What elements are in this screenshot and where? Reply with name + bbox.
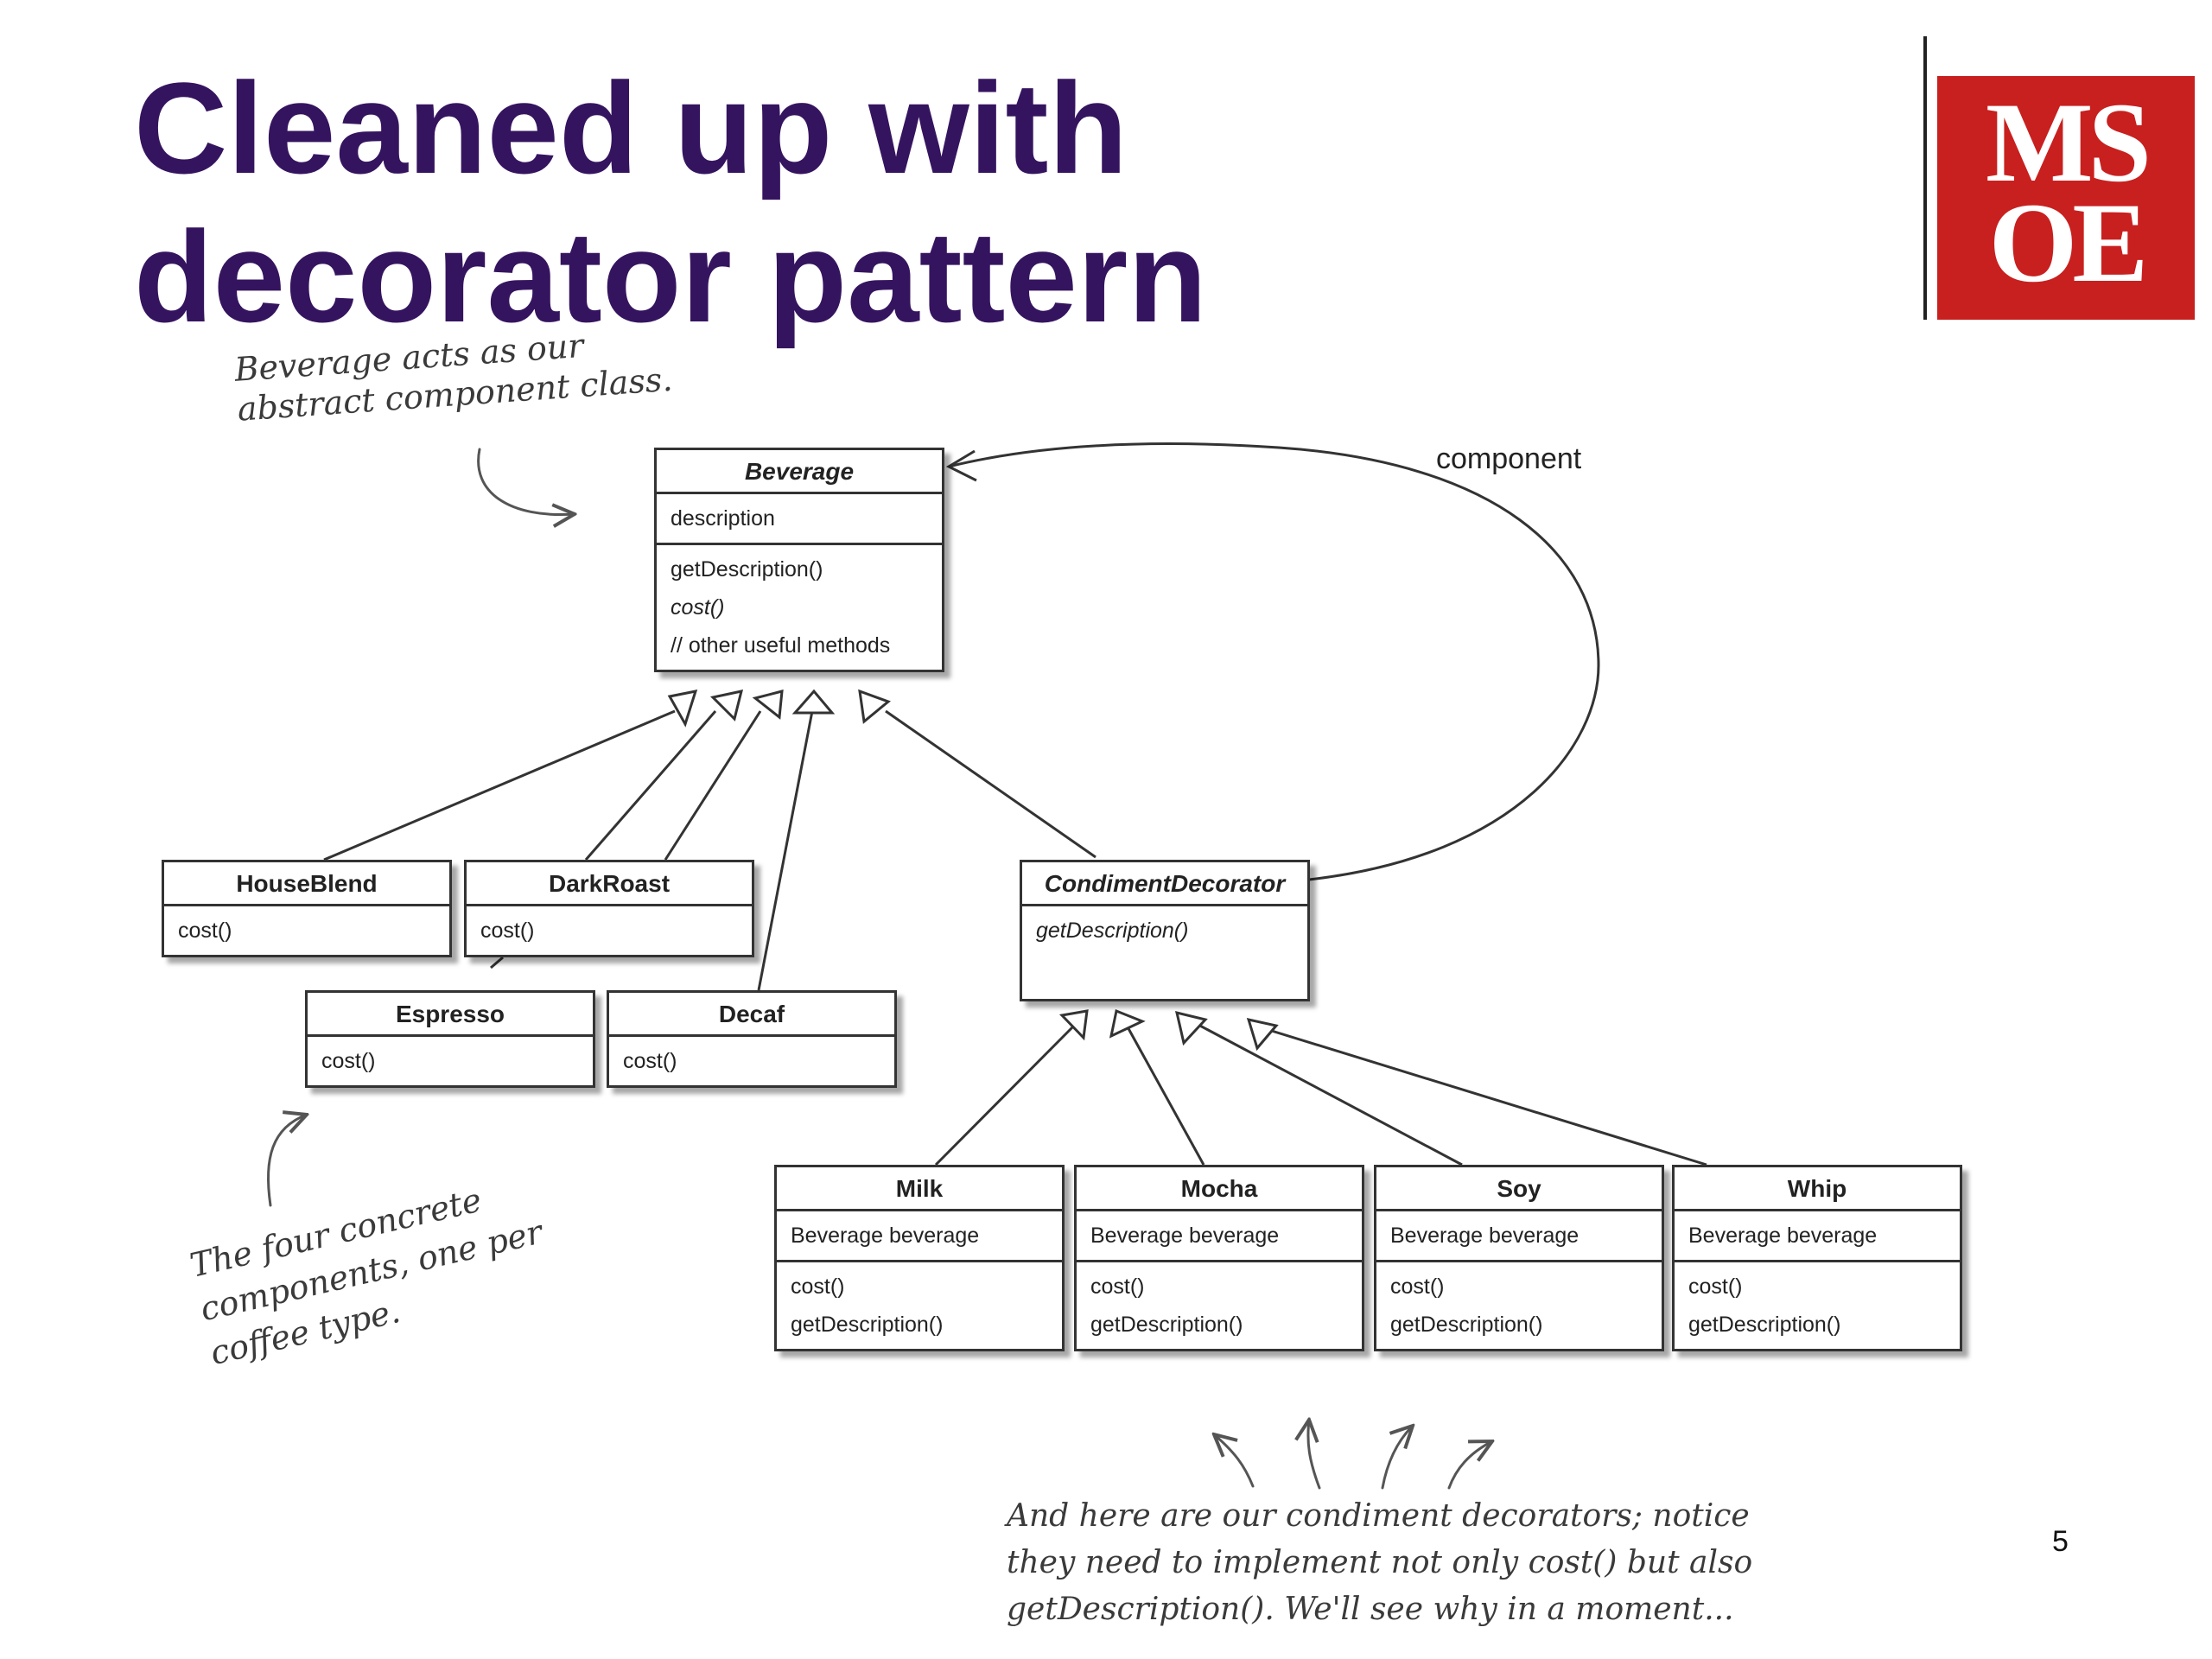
decorator-inheritance-line — [885, 709, 1096, 859]
mocha-class: Mocha Beverage beverage cost() getDescri… — [1074, 1165, 1364, 1351]
class-methods: cost() getDescription() — [1376, 1262, 1662, 1349]
method-row: cost() — [791, 1274, 845, 1299]
logo-text-bottom: OE — [1988, 179, 2149, 306]
milk-inheritance-line — [934, 1022, 1077, 1166]
method-row: cost() — [480, 918, 535, 943]
method-row: cost() — [321, 1049, 376, 1073]
class-methods: cost() getDescription() — [1675, 1262, 1960, 1349]
decaf-class: Decaf cost() — [607, 990, 897, 1088]
espresso-link-line — [490, 956, 504, 969]
class-name: Soy — [1376, 1167, 1662, 1211]
logo-text-top: MS — [1986, 79, 2152, 206]
class-methods: cost() getDescription() — [777, 1262, 1062, 1349]
class-name: Beverage — [657, 450, 942, 494]
class-name: Mocha — [1077, 1167, 1362, 1211]
abstract-note-arrow — [477, 448, 575, 515]
component-association-line — [948, 442, 1600, 881]
method-row: getDescription() — [1688, 1313, 1841, 1337]
class-name: Decaf — [609, 993, 894, 1037]
espresso-arrowhead — [752, 690, 784, 720]
condiment-decorators-note: And here are our condiment decorators; n… — [1007, 1493, 1752, 1633]
milk-class: Milk Beverage beverage cost() getDescrip… — [774, 1165, 1065, 1351]
class-methods: getDescription() cost() // other useful … — [657, 545, 942, 670]
class-name: Whip — [1675, 1167, 1960, 1211]
note-line: And here are our condiment decorators; n… — [1007, 1498, 1750, 1534]
attribute-row: Beverage beverage — [1688, 1224, 1878, 1248]
soy-inheritance-line — [1196, 1022, 1463, 1166]
class-attributes: Beverage beverage — [1077, 1211, 1362, 1262]
decaf-inheritance-line — [757, 710, 814, 991]
soy-arrowhead — [1174, 1010, 1208, 1046]
method-row: cost() — [623, 1049, 677, 1073]
method-row: cost() — [671, 595, 725, 620]
decorator-note-arrow-2 — [1308, 1420, 1321, 1490]
houseblend-arrowhead — [667, 690, 698, 728]
decorator-arrowhead — [858, 689, 891, 724]
darkroast-inheritance-line — [584, 710, 717, 861]
class-methods: cost() — [467, 906, 752, 955]
concrete-note-arrow — [267, 1115, 307, 1207]
method-row: getDescription() — [1036, 918, 1189, 943]
decaf-arrowhead — [791, 689, 836, 715]
method-row: // other useful methods — [671, 633, 891, 658]
method-row: getDescription() — [791, 1313, 944, 1337]
houseblend-class: HouseBlend cost() — [162, 860, 452, 957]
method-row: cost() — [1688, 1274, 1743, 1299]
method-row: cost() — [1090, 1274, 1145, 1299]
attribute-row: Beverage beverage — [1390, 1224, 1580, 1248]
beverage-class: Beverage description getDescription() co… — [654, 448, 944, 672]
class-attributes: Beverage beverage — [777, 1211, 1062, 1262]
class-methods: getDescription() — [1022, 906, 1307, 955]
msoe-logo: MS OE — [1937, 76, 2195, 320]
method-row: getDescription() — [671, 557, 823, 582]
attribute-row: Beverage beverage — [1090, 1224, 1280, 1248]
component-association-label: component — [1436, 442, 1582, 475]
houseblend-inheritance-line — [323, 709, 676, 861]
mocha-inheritance-line — [1124, 1023, 1205, 1166]
class-attributes: Beverage beverage — [1675, 1211, 1960, 1262]
class-name: DarkRoast — [467, 862, 752, 906]
class-methods: cost() — [609, 1037, 894, 1085]
slide-title: Cleaned up with decorator pattern — [134, 55, 1207, 349]
attribute-row: description — [671, 506, 775, 531]
darkroast-arrowhead — [709, 690, 744, 721]
class-attributes: Beverage beverage — [1376, 1211, 1662, 1262]
logo-divider — [1923, 36, 1927, 320]
class-name: Milk — [777, 1167, 1062, 1211]
mocha-arrowhead — [1109, 1008, 1146, 1039]
whip-inheritance-line — [1262, 1027, 1707, 1166]
method-row: getDescription() — [1090, 1313, 1243, 1337]
note-line: getDescription(). We'll see why in a mom… — [1007, 1592, 1734, 1627]
espresso-inheritance-line — [664, 710, 762, 861]
method-row: cost() — [178, 918, 232, 943]
espresso-class: Espresso cost() — [305, 990, 595, 1088]
decorator-note-arrow-4 — [1447, 1441, 1492, 1490]
class-name: CondimentDecorator — [1022, 862, 1307, 906]
method-row: cost() — [1390, 1274, 1445, 1299]
whip-class: Whip Beverage beverage cost() getDescrip… — [1672, 1165, 1962, 1351]
decorator-note-arrow-1 — [1214, 1434, 1255, 1488]
class-name: Espresso — [308, 993, 593, 1037]
attribute-row: Beverage beverage — [791, 1224, 980, 1248]
method-row: getDescription() — [1390, 1313, 1543, 1337]
class-methods: cost() getDescription() — [1077, 1262, 1362, 1349]
class-attributes: description — [657, 494, 942, 545]
class-methods: cost() — [164, 906, 449, 955]
condimentdecorator-class: CondimentDecorator getDescription() — [1020, 860, 1310, 1001]
whip-arrowhead — [1246, 1017, 1279, 1052]
class-name: HouseBlend — [164, 862, 449, 906]
component-association-arrowhead — [945, 449, 977, 482]
darkroast-class: DarkRoast cost() — [464, 860, 754, 957]
class-methods: cost() — [308, 1037, 593, 1085]
note-line: they need to implement not only cost() b… — [1007, 1545, 1753, 1580]
milk-arrowhead — [1058, 1009, 1089, 1041]
soy-class: Soy Beverage beverage cost() getDescript… — [1374, 1165, 1664, 1351]
decorator-note-arrow-3 — [1381, 1426, 1413, 1490]
page-number: 5 — [2052, 1525, 2069, 1558]
